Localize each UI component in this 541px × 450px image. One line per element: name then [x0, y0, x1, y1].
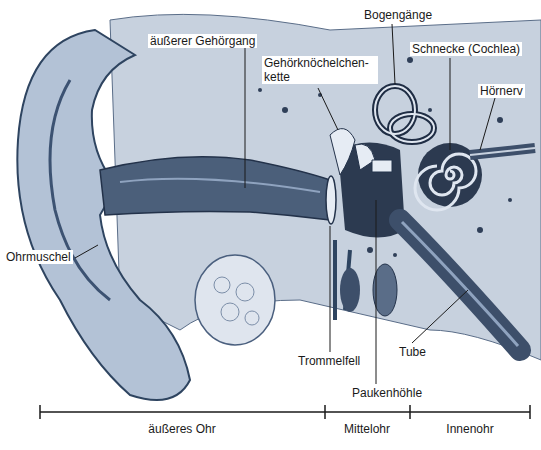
part-label: Paukenhöhle: [350, 386, 424, 400]
region-label: äußeres Ohr: [146, 422, 217, 436]
part-label: Ohrmuschel: [4, 250, 73, 264]
region-label: Innenohr: [444, 422, 495, 436]
part-label: Tube: [397, 345, 428, 359]
region-label: Mittelohr: [342, 422, 392, 436]
part-label: Schnecke (Cochlea): [410, 42, 522, 56]
part-label: Bogengänge: [362, 8, 434, 22]
part-label: äußerer Gehörgang: [148, 34, 257, 48]
part-label: Trommelfell: [296, 354, 362, 368]
part-label: Hörnerv: [478, 84, 525, 98]
part-label: Gehörknöchelchen- kette: [262, 56, 378, 84]
